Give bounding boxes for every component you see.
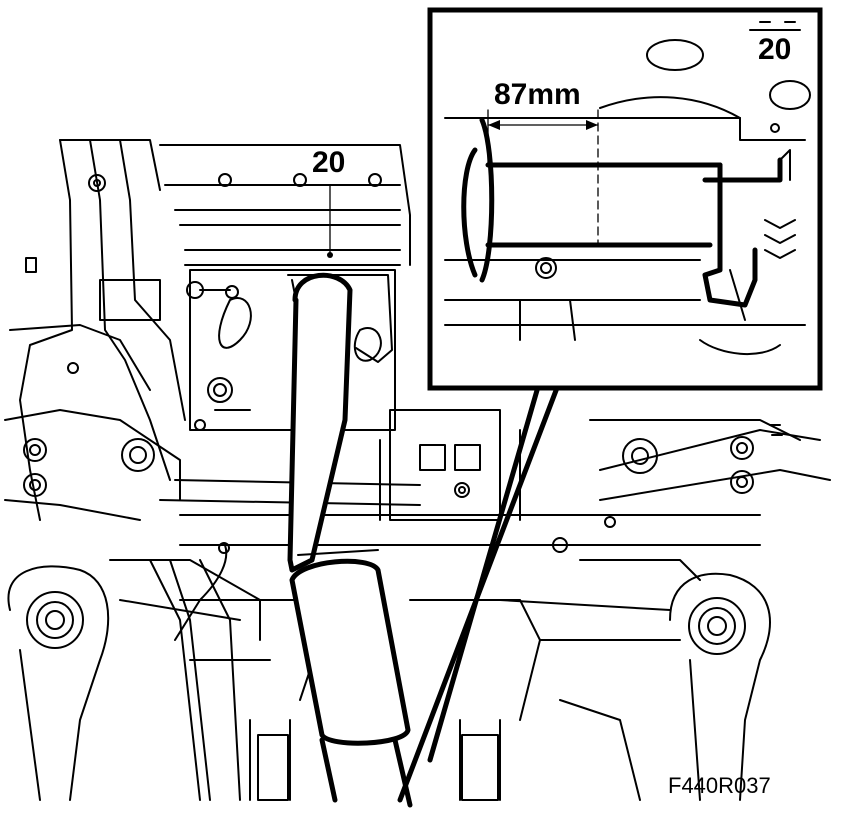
figure-code: F440R037 <box>668 773 771 798</box>
part-number-label-detail: 20 <box>758 33 791 66</box>
installation-tool <box>287 272 413 808</box>
detail-inset <box>427 7 823 391</box>
dimension-label: 87mm <box>494 78 581 111</box>
right-control-arm <box>499 559 771 801</box>
center-bracket <box>379 409 501 521</box>
wiring-harness <box>174 542 230 641</box>
detail-callout-lines <box>397 377 563 803</box>
left-frame-rail <box>4 139 186 521</box>
engine-region <box>159 144 411 431</box>
part-number-label-main: 20 <box>312 146 345 179</box>
left-control-arm <box>7 559 261 801</box>
main-view <box>4 139 831 808</box>
detail-frame <box>427 7 823 391</box>
